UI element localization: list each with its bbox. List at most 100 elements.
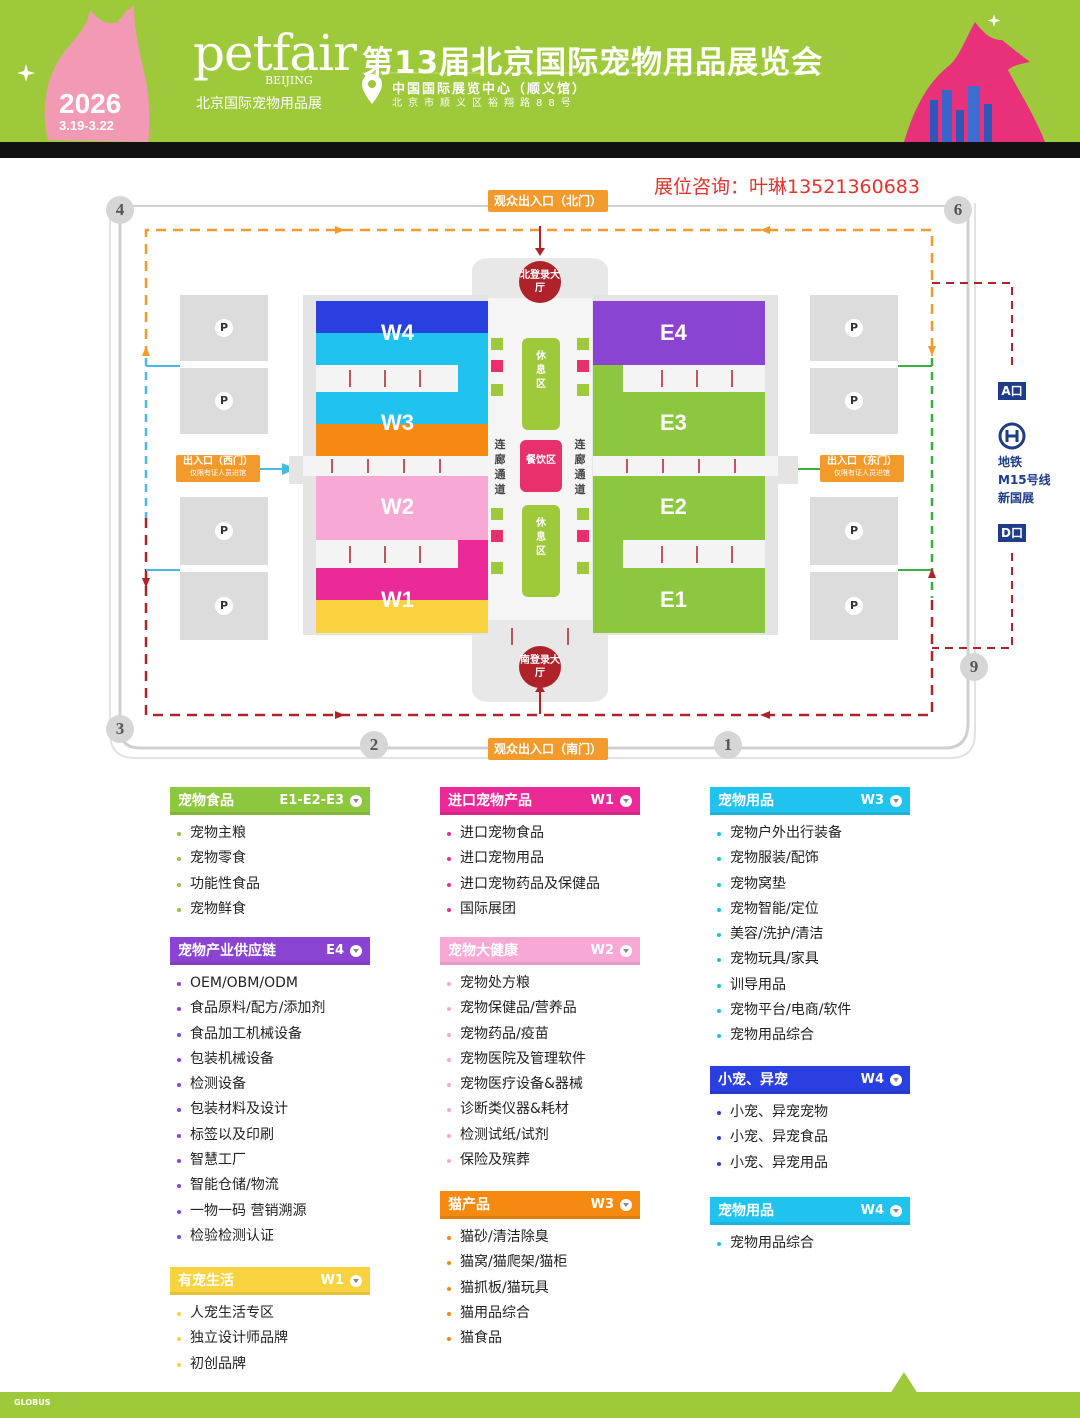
dining-area: 餐饮区 (520, 440, 562, 492)
category-item: 宠物用品综合 (710, 1231, 814, 1256)
category-title: 宠物大健康 (448, 943, 518, 959)
category-header[interactable]: 进口宠物产品 W1 (440, 787, 640, 815)
parking-lot: P (180, 368, 268, 434)
category-item: 宠物玩具/家具 (710, 947, 851, 972)
parking-lot: P (810, 368, 898, 434)
corridor-label-east: 连廊通道 (574, 438, 586, 496)
road-marker: 1 (714, 731, 742, 759)
footer-logo: GLOBUS (14, 1398, 51, 1407)
category-item-list: 进口宠物食品进口宠物用品进口宠物药品及保健品国际展团 (440, 821, 600, 922)
chevron-down-icon[interactable] (890, 1074, 902, 1086)
parking-lot: P (180, 497, 268, 565)
category-title: 宠物用品 (718, 1203, 774, 1219)
category-title: 进口宠物产品 (448, 793, 532, 809)
hall-e4: E4 (660, 320, 687, 345)
logo-subtitle: 北京国际宠物用品展 (196, 96, 322, 112)
category-item-list: 猫砂/清洁除臭猫窝/猫爬架/猫柜猫抓板/猫玩具猫用品综合猫食品 (440, 1225, 567, 1351)
event-year: 2026 (59, 88, 122, 119)
category-item: 检验检测认证 (170, 1224, 325, 1249)
category-item: 猫窝/猫爬架/猫柜 (440, 1250, 567, 1275)
category-item: 宠物医疗设备&器械 (440, 1072, 586, 1097)
category-item: 猫食品 (440, 1326, 567, 1351)
category-item: 一物一码 营销溯源 (170, 1199, 325, 1224)
road-marker: 3 (106, 715, 134, 743)
footer-bar (0, 1392, 1080, 1418)
chevron-down-icon[interactable] (620, 1199, 632, 1211)
chevron-down-icon[interactable] (350, 795, 362, 807)
category-item: 进口宠物药品及保健品 (440, 872, 600, 897)
category-item: 宠物智能/定位 (710, 897, 851, 922)
category-zone: W1 (590, 793, 614, 808)
category-item: 宠物窝垫 (710, 872, 851, 897)
parking-lot: P (810, 497, 898, 565)
category-item-list: 小宠、异宠宠物小宠、异宠食品小宠、异宠用品 (710, 1100, 828, 1176)
parking-lot: P (810, 572, 898, 640)
booth-contact: 展位咨询：叶琳13521360683 (654, 176, 920, 198)
category-item: 检测试纸/试剂 (440, 1123, 586, 1148)
category-title: 宠物产业供应链 (178, 943, 276, 959)
chevron-down-icon[interactable] (620, 945, 632, 957)
metro-exit-d: D口 (998, 524, 1026, 542)
category-item: 小宠、异宠用品 (710, 1151, 828, 1176)
south-gate-label: 观众出入口（南门） (488, 738, 608, 760)
category-item: 宠物服装/配饰 (710, 846, 851, 871)
metro-exit-a: A口 (998, 382, 1026, 400)
footer-triangle (890, 1372, 918, 1394)
category-item: 进口宠物食品 (440, 821, 600, 846)
category-item: 包装机械设备 (170, 1047, 325, 1072)
category-item: 进口宠物用品 (440, 846, 600, 871)
category-item-list: 宠物户外出行装备宠物服装/配饰宠物窝垫宠物智能/定位美容/洗护/清洁宠物玩具/家… (710, 821, 851, 1049)
category-item: 猫用品综合 (440, 1301, 567, 1326)
venue-name: 中国国际展览中心（顺义馆） (392, 82, 588, 97)
chevron-down-icon[interactable] (620, 795, 632, 807)
category-item: 猫抓板/猫玩具 (440, 1276, 567, 1301)
category-item: 食品原料/配方/添加剂 (170, 996, 325, 1021)
category-item: OEM/OBM/ODM (170, 971, 325, 996)
chevron-down-icon[interactable] (350, 1275, 362, 1287)
category-item: 保险及殡葬 (440, 1148, 586, 1173)
category-item: 宠物零食 (170, 846, 260, 871)
venue-address: 北京市顺义区裕翔路88号 (392, 98, 577, 109)
category-item-list: 人宠生活专区独立设计师品牌初创品牌 (170, 1301, 288, 1377)
category-item: 宠物主粮 (170, 821, 260, 846)
category-item: 宠物户外出行装备 (710, 821, 851, 846)
metro-icon (998, 422, 1026, 450)
category-item: 宠物处方粮 (440, 971, 586, 996)
category-header[interactable]: 宠物大健康 W2 (440, 937, 640, 965)
category-item: 检测设备 (170, 1072, 325, 1097)
west-gate-label: 出入口（西门）仅限有证人员进馆 (176, 455, 260, 482)
chevron-down-icon[interactable] (890, 1205, 902, 1217)
hall-e3: E3 (660, 410, 687, 435)
category-item: 宠物药品/疫苗 (440, 1022, 586, 1047)
category-zone: W2 (590, 943, 614, 958)
road-marker: 4 (106, 196, 134, 224)
petfair-logo: petfair (193, 24, 357, 82)
category-item: 人宠生活专区 (170, 1301, 288, 1326)
east-gate-label: 出入口（东门）仅限有证人员进馆 (820, 455, 904, 482)
category-item-list: 宠物用品综合 (710, 1231, 814, 1256)
hall-e2: E2 (660, 494, 687, 519)
category-item: 包装材料及设计 (170, 1097, 325, 1122)
chevron-down-icon[interactable] (890, 795, 902, 807)
category-item: 小宠、异宠食品 (710, 1125, 828, 1150)
category-item: 标签以及印刷 (170, 1123, 325, 1148)
metro-station: 新国展 (998, 491, 1035, 505)
hall-w2: W2 (381, 494, 414, 519)
category-item: 食品加工机械设备 (170, 1022, 325, 1047)
road-marker: 2 (360, 731, 388, 759)
category-title: 宠物食品 (178, 793, 234, 809)
logo-city: BEIJING (265, 74, 313, 87)
chevron-down-icon[interactable] (350, 945, 362, 957)
category-item: 宠物平台/电商/软件 (710, 998, 851, 1023)
category-item: 智能仓储/物流 (170, 1173, 325, 1198)
parking-lot: P (180, 295, 268, 361)
metro-label: 地铁 (998, 455, 1023, 469)
